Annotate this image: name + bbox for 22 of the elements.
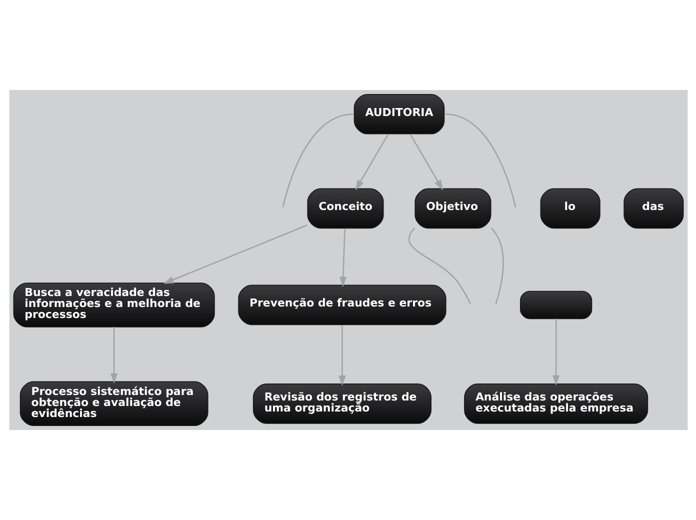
node-box: lo	[540, 188, 600, 229]
connector	[444, 113, 516, 208]
arrow	[339, 228, 346, 288]
connector	[282, 113, 353, 208]
connector	[408, 228, 471, 304]
arrow	[354, 134, 388, 190]
arrow	[163, 224, 308, 284]
node-box: Busca a veracidade das informações e a melhoria de processos	[12, 282, 214, 328]
node-box: Processo sistemático para obtenção e avaliação de evidências	[19, 381, 208, 426]
node-box: das	[623, 188, 684, 229]
connector	[490, 228, 504, 304]
node-box: Revisão dos registros de uma organização	[252, 384, 431, 424]
node-box: Objetivo	[414, 188, 491, 229]
node-box: Conceito	[306, 188, 384, 229]
arrow	[409, 134, 443, 190]
node-box: Prevenção de fraudes e erros	[238, 284, 446, 326]
node-box: Análise das operações executadas pela empresa	[464, 384, 648, 424]
node-box	[519, 290, 592, 320]
node-box: AUDITORIA	[353, 94, 444, 134]
arrow	[552, 318, 560, 386]
arrow	[338, 325, 346, 386]
arrow	[110, 327, 118, 384]
